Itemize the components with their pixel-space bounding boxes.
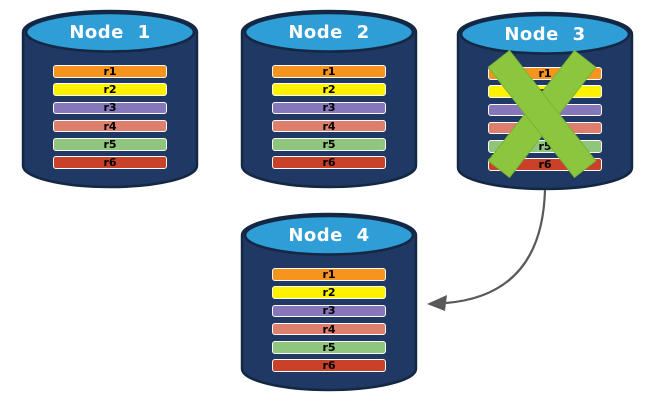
record-list: r1 r2 r3 r4 r5 r6 <box>53 65 167 169</box>
node-label: Node 2 <box>288 21 370 43</box>
record-bar-r5: r5 <box>53 138 167 151</box>
failure-x-icon <box>487 49 597 179</box>
node-label: Node 4 <box>288 224 370 246</box>
record-bar-r4: r4 <box>272 119 386 133</box>
record-list: r1 r2 r3 r4 r5 r6 <box>272 268 386 372</box>
record-bar-r2: r2 <box>53 83 167 96</box>
record-bar-r2: r2 <box>272 286 386 299</box>
record-bar-r5: r5 <box>272 138 386 151</box>
record-bar-r1: r1 <box>272 65 386 78</box>
record-bar-r1: r1 <box>53 65 167 78</box>
record-bar-r5: r5 <box>272 341 386 354</box>
record-bar-r6: r6 <box>272 156 386 169</box>
record-bar-r4: r4 <box>53 119 167 133</box>
record-bar-r3: r3 <box>272 304 386 318</box>
record-bar-r1: r1 <box>272 268 386 281</box>
record-bar-r3: r3 <box>53 101 167 115</box>
node-4: Node 4 r1 r2 r3 r4 r5 r6 <box>240 212 418 392</box>
node-label: Node 1 <box>69 21 151 43</box>
record-bar-r6: r6 <box>53 156 167 169</box>
failover-arrow-icon <box>427 189 547 311</box>
node-label: Node 3 <box>504 23 586 45</box>
record-bar-r2: r2 <box>272 83 386 96</box>
record-bar-r4: r4 <box>272 322 386 336</box>
node-2: Node 2 r1 r2 r3 r4 r5 r6 <box>240 9 418 189</box>
record-bar-r6: r6 <box>272 359 386 372</box>
node-1: Node 1 r1 r2 r3 r4 r5 r6 <box>21 9 199 189</box>
record-bar-r3: r3 <box>272 101 386 115</box>
record-list: r1 r2 r3 r4 r5 r6 <box>272 65 386 169</box>
